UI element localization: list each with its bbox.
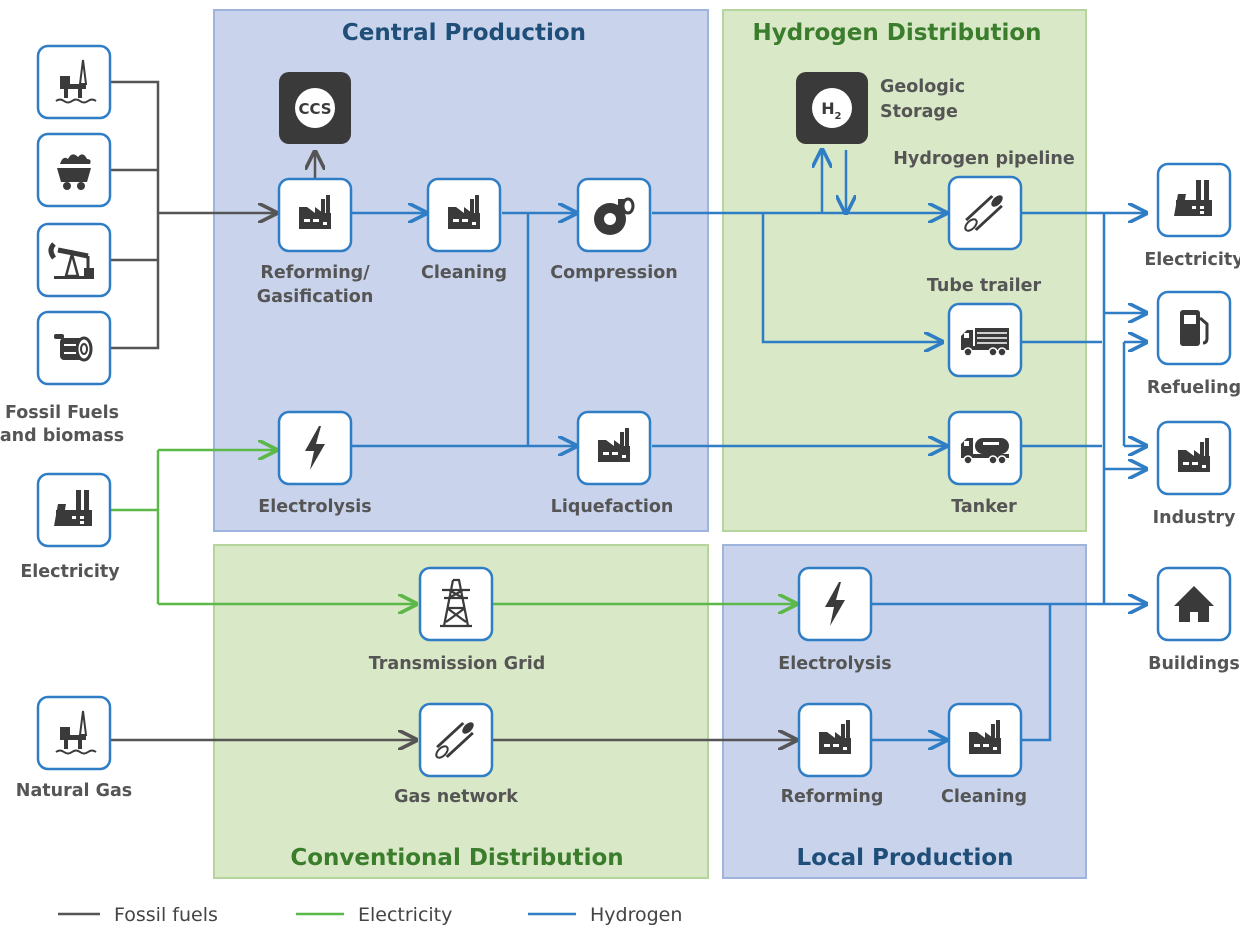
buildings-label: Buildings [1148,654,1240,674]
local-production-title: Local Production [796,845,1013,871]
industry-label: Industry [1153,508,1236,528]
local-electrolysis-label: Electrolysis [778,654,891,674]
local-production-panel [722,544,1087,879]
legend-hydrogen-label: Hydrogen [590,904,682,926]
central-production-title: Central Production [342,20,586,46]
fossil-flow-lines [110,80,796,740]
hydrogen-flow-lines [352,150,1146,740]
local-reforming-label: Reforming [781,787,884,807]
transmission-grid-tower-icon [418,566,494,642]
cleaning-label: Cleaning [421,263,507,283]
reforming-factory-icon [277,177,353,253]
liquefaction-label: Liquefaction [551,497,674,517]
central-electrolysis-label: Electrolysis [258,497,371,517]
local-cleaning-label: Cleaning [941,787,1027,807]
geologic-storage-label-line1: Geologic [880,77,965,97]
electricity-flow-lines [110,450,796,604]
tanker-label: Tanker [951,497,1017,517]
tanker-icon [947,410,1023,486]
fossil-fuels-label-line2: and biomass [0,426,124,446]
electricity-source-icon [36,472,112,548]
legend: Fossil fuels Electricity Hydrogen [58,904,682,926]
buildings-house-icon [1156,566,1232,642]
transmission-grid-label: Transmission Grid [369,654,546,674]
end-use-electricity-plant-icon [1156,162,1232,238]
geologic-storage-label-line2: Storage [880,102,958,122]
reforming-label-line2: Gasification [257,287,374,307]
ccs-label: CCS [298,100,331,118]
h2-storage-icon [796,72,868,144]
local-cleaning-factory-icon [947,702,1023,778]
h2-symbol: H [821,99,834,118]
cleaning-factory-icon [426,177,502,253]
legend-electricity-label: Electricity [358,904,452,926]
refueling-label: Refueling [1147,378,1240,398]
gas-network-label: Gas network [394,787,518,807]
compression-icon [576,177,652,253]
coal-cart-icon [36,132,112,208]
compression-label: Compression [550,263,677,283]
hydrogen-pipeline-icon [947,175,1023,251]
industry-factory-icon [1156,420,1232,496]
reforming-label-line1: Reforming/ [260,263,370,283]
hydrogen-distribution-title: Hydrogen Distribution [752,20,1041,46]
ccs-icon [279,72,351,144]
tube-trailer-label: Tube trailer [927,276,1042,296]
fossil-fuels-label-line1: Fossil Fuels [5,403,119,423]
conventional-distribution-title: Conventional Distribution [290,845,623,871]
refueling-pump-icon [1156,290,1232,366]
central-electrolysis-bolt-icon [277,410,353,486]
natural-gas-rig-icon [36,695,112,771]
local-electrolysis-bolt-icon [797,566,873,642]
electricity-source-label: Electricity [20,562,120,582]
end-use-electricity-label: Electricity [1144,250,1240,270]
natural-gas-label: Natural Gas [16,781,132,801]
biomass-log-icon [36,310,112,386]
legend-fossil-label: Fossil fuels [114,904,218,926]
hydrogen-distribution-panel [722,9,1087,532]
h2-subscript: 2 [835,111,842,122]
tube-trailer-icon [947,302,1023,378]
liquefaction-factory-icon [576,410,652,486]
offshore-rig-icon [36,44,112,120]
local-reforming-factory-icon [797,702,873,778]
gas-network-pipe-icon [418,702,494,778]
hydrogen-pipeline-label: Hydrogen pipeline [893,149,1075,169]
pump-jack-icon [36,222,112,298]
